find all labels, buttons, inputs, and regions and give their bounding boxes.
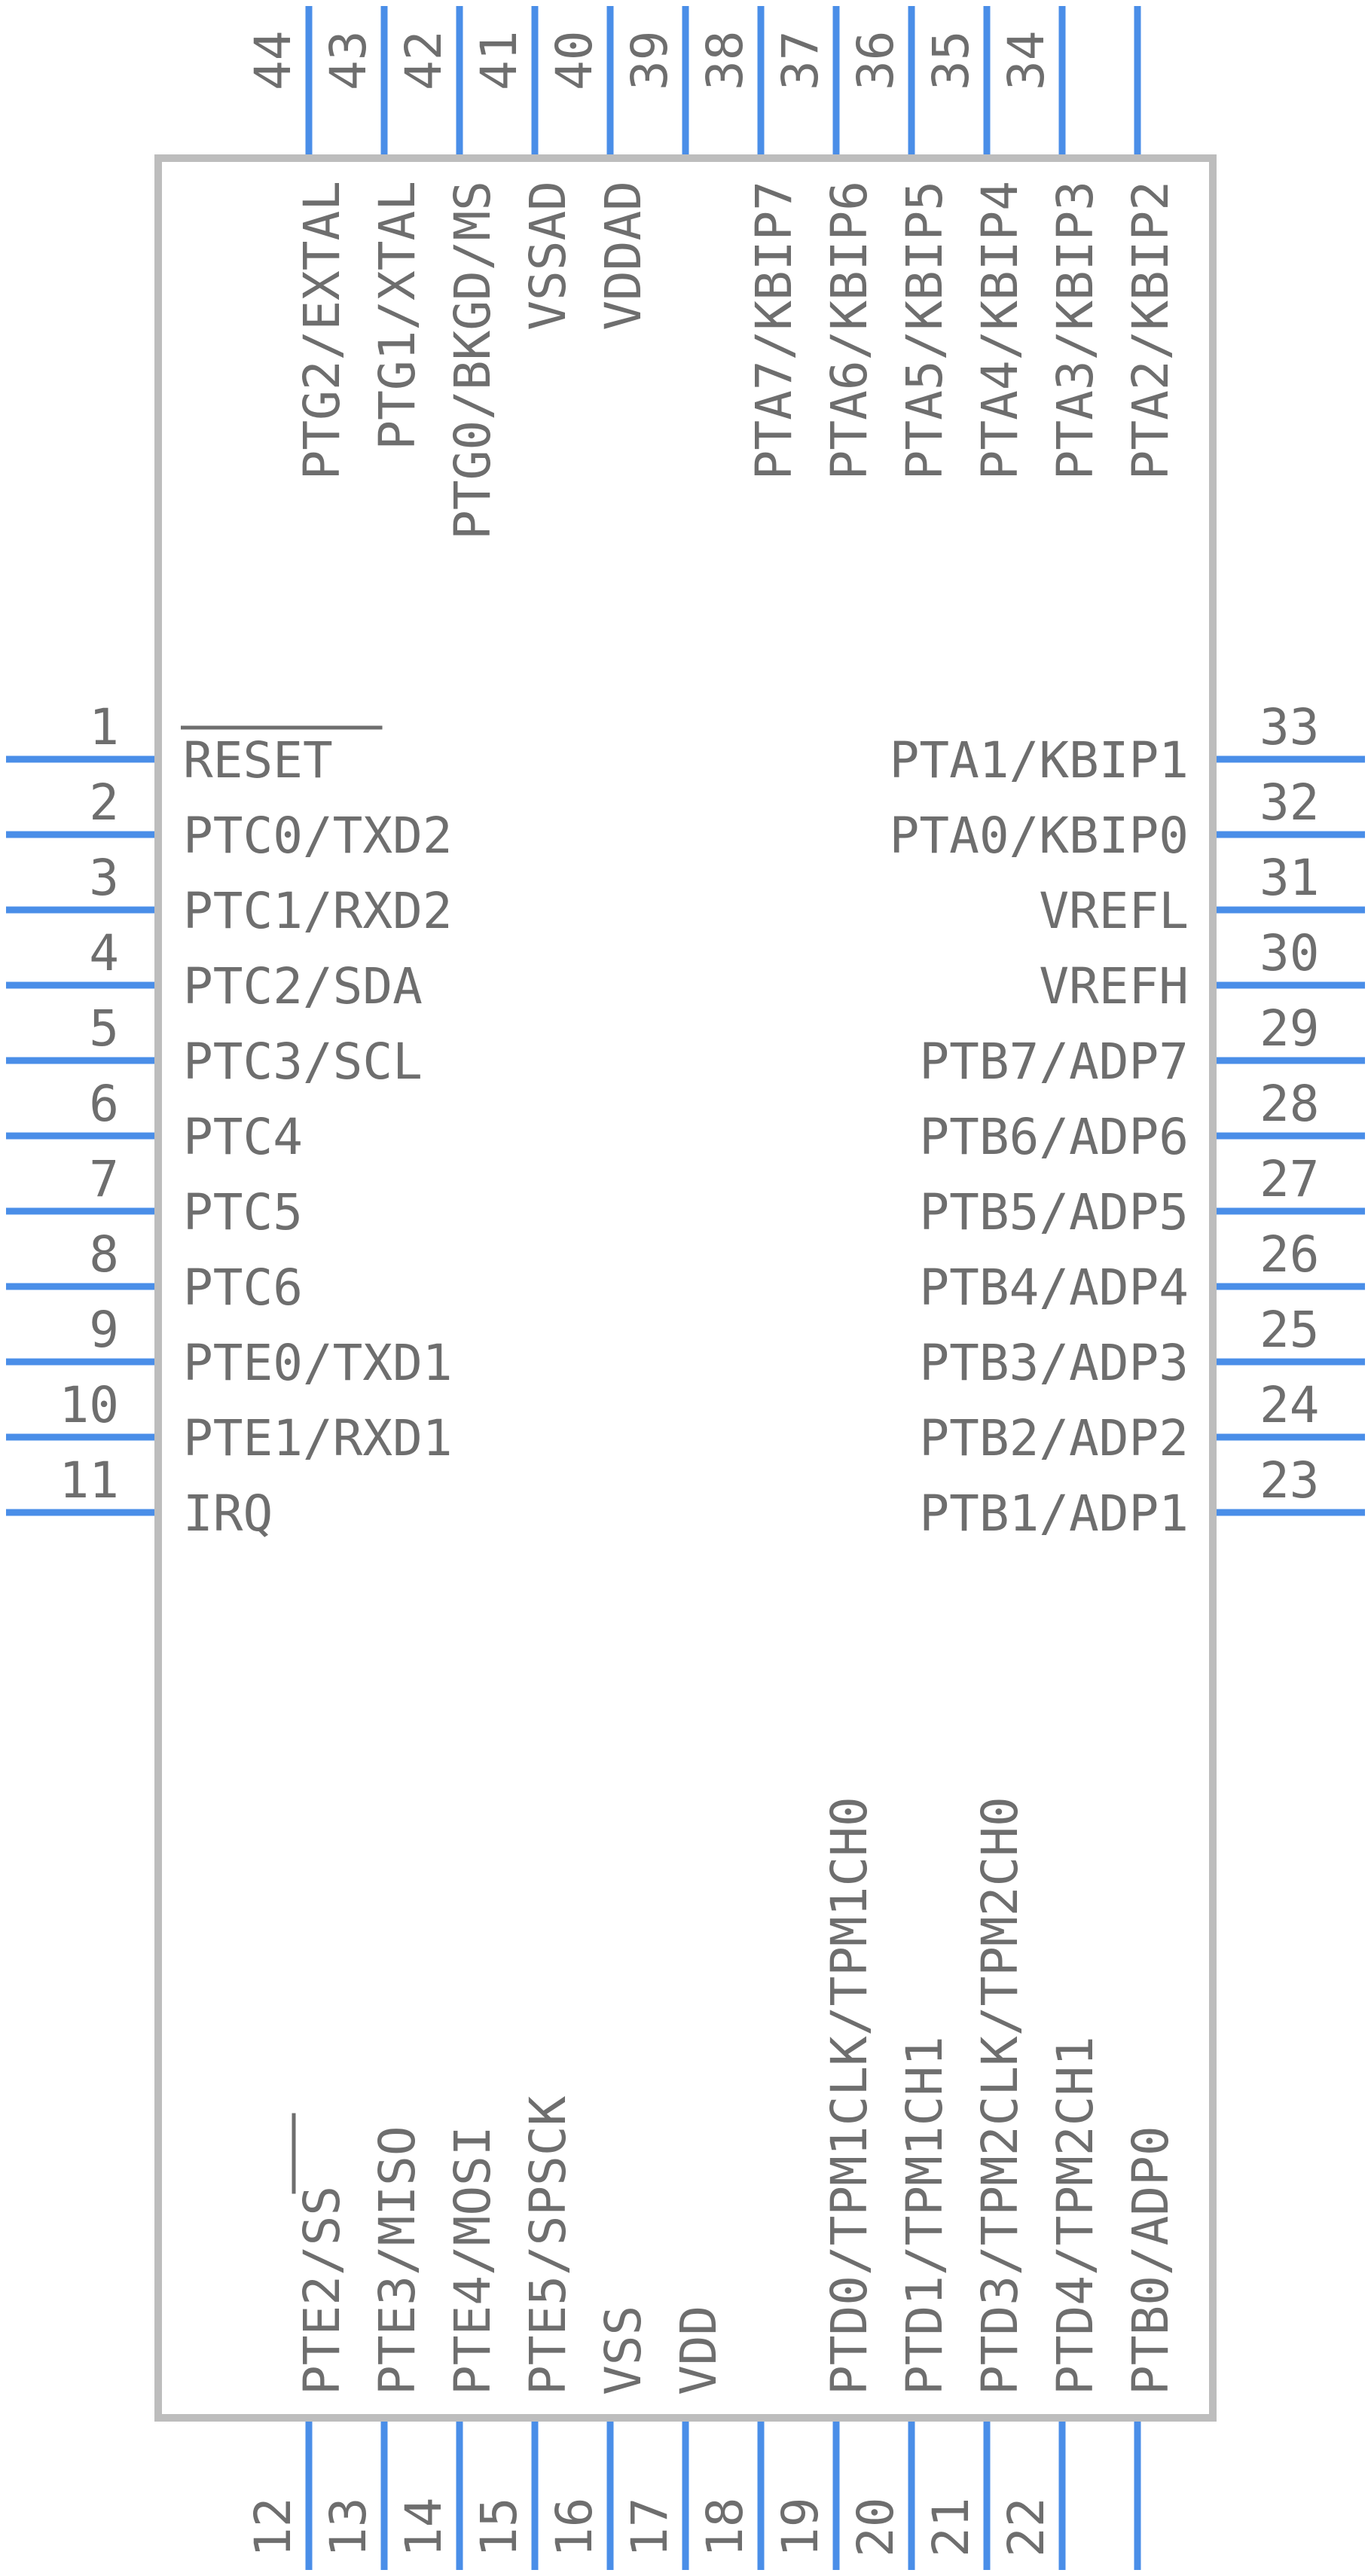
- pin-number: 38: [696, 31, 754, 90]
- pin-label: PTE5/SPSCK: [519, 2095, 577, 2395]
- pin-number: 28: [1260, 1075, 1319, 1133]
- pin-label: PTG2/EXTAL: [293, 181, 351, 480]
- pin-label: IRQ: [183, 1485, 273, 1543]
- pin-label: PTB5/ADP5: [919, 1183, 1189, 1241]
- pin-number: 1: [89, 698, 119, 756]
- pin-label: PTB7/ADP7: [919, 1033, 1189, 1091]
- pin-label: VREFH: [1039, 957, 1189, 1015]
- pin-number: 14: [395, 2498, 453, 2557]
- pin-label: PTC0/TXD2: [183, 807, 453, 865]
- pin-number: 37: [771, 31, 829, 90]
- pin-number: 9: [89, 1301, 119, 1359]
- pin-label: VSSAD: [519, 181, 577, 331]
- pin-label: PTB0/ADP0: [1122, 2126, 1180, 2395]
- pin-label: PTC4: [183, 1108, 303, 1166]
- pin-label: VDDAD: [594, 181, 652, 331]
- pin-label: PTA7/KBIP7: [745, 181, 803, 480]
- pin-number: 33: [1260, 698, 1319, 756]
- pin-number: 13: [319, 2498, 377, 2557]
- pin-number: 43: [319, 31, 377, 90]
- pin-label: PTE0/TXD1: [183, 1334, 453, 1392]
- pin-label: PTC3/SCL: [183, 1033, 423, 1091]
- pin-label: PTA3/KBIP3: [1046, 181, 1104, 480]
- pin-label: PTE2/SS: [293, 2186, 351, 2395]
- pin-label: PTB6/ADP6: [919, 1108, 1189, 1166]
- pin-label: PTE4/MOSI: [444, 2126, 502, 2395]
- pin-number: 40: [545, 31, 603, 90]
- pin-label: RESET: [183, 731, 333, 789]
- pin-label: PTD0/TPM1CLK/TPM1CH0: [820, 1796, 878, 2395]
- pin-number: 26: [1260, 1225, 1319, 1283]
- pin-number: 6: [89, 1075, 119, 1133]
- pin-number: 3: [89, 849, 119, 907]
- pin-label: PTB2/ADP2: [919, 1409, 1189, 1467]
- pin-number: 2: [89, 774, 119, 832]
- pin-number: 15: [470, 2498, 528, 2557]
- pin-label: VREFL: [1039, 882, 1189, 940]
- pin-number: 11: [60, 1451, 119, 1509]
- pin-label: PTD3/TPM2CLK/TPM2CH0: [971, 1796, 1029, 2395]
- pin-label: PTA5/KBIP5: [896, 181, 954, 480]
- pin-number: 29: [1260, 1000, 1319, 1058]
- pin-number: 4: [89, 924, 119, 982]
- pin-label: PTA4/KBIP4: [971, 181, 1029, 480]
- pin-label: PTA0/KBIP0: [890, 807, 1189, 865]
- pin-number: 44: [244, 31, 302, 90]
- pin-number: 21: [922, 2498, 980, 2557]
- pin-label: PTC6: [183, 1259, 303, 1317]
- pin-number: 8: [89, 1225, 119, 1283]
- pin-number: 7: [89, 1150, 119, 1208]
- pin-number: 19: [771, 2498, 829, 2557]
- pin-number: 32: [1260, 774, 1319, 832]
- pin-label: PTG0/BKGD/MS: [444, 181, 502, 540]
- pin-label: PTE3/MISO: [368, 2126, 426, 2395]
- pin-number: 35: [922, 31, 980, 90]
- pin-label: PTC5: [183, 1183, 303, 1241]
- pin-number: 42: [395, 31, 453, 90]
- pin-number: 22: [997, 2498, 1055, 2557]
- pin-label: PTD1/TPM1CH1: [896, 2036, 954, 2395]
- pin-number: 23: [1260, 1451, 1319, 1509]
- pin-label: PTA2/KBIP2: [1122, 181, 1180, 480]
- pin-label: PTB4/ADP4: [919, 1259, 1189, 1317]
- pin-number: 24: [1260, 1376, 1319, 1434]
- pin-number: 39: [621, 31, 679, 90]
- pin-number: 25: [1260, 1301, 1319, 1359]
- ic-body: [154, 154, 1217, 2422]
- pin-number: 31: [1260, 849, 1319, 907]
- pin-number: 16: [545, 2498, 603, 2557]
- pin-label: PTA1/KBIP1: [890, 731, 1189, 789]
- pin-number: 41: [470, 31, 528, 90]
- pin-label: PTC2/SDA: [183, 957, 423, 1015]
- pin-label: PTB3/ADP3: [919, 1334, 1189, 1392]
- pin-label: VDD: [670, 2306, 728, 2395]
- pin-label: PTB1/ADP1: [919, 1485, 1189, 1543]
- pin-label: VSS: [594, 2306, 652, 2395]
- pin-label: PTD4/TPM2CH1: [1046, 2036, 1104, 2395]
- pin-number: 20: [847, 2498, 905, 2557]
- pin-number: 10: [60, 1376, 119, 1434]
- pin-label: PTG1/XTAL: [368, 181, 426, 450]
- pin-label: PTA6/KBIP6: [820, 181, 878, 480]
- pin-number: 12: [244, 2498, 302, 2557]
- pin-label: PTC1/RXD2: [183, 882, 453, 940]
- pin-number: 30: [1260, 924, 1319, 982]
- pin-number: 27: [1260, 1150, 1319, 1208]
- pin-number: 17: [621, 2498, 679, 2557]
- pin-label: PTE1/RXD1: [183, 1409, 453, 1467]
- pin-number: 18: [696, 2498, 754, 2557]
- pin-number: 34: [997, 31, 1055, 90]
- pin-number: 5: [89, 1000, 119, 1058]
- pin-number: 36: [847, 31, 905, 90]
